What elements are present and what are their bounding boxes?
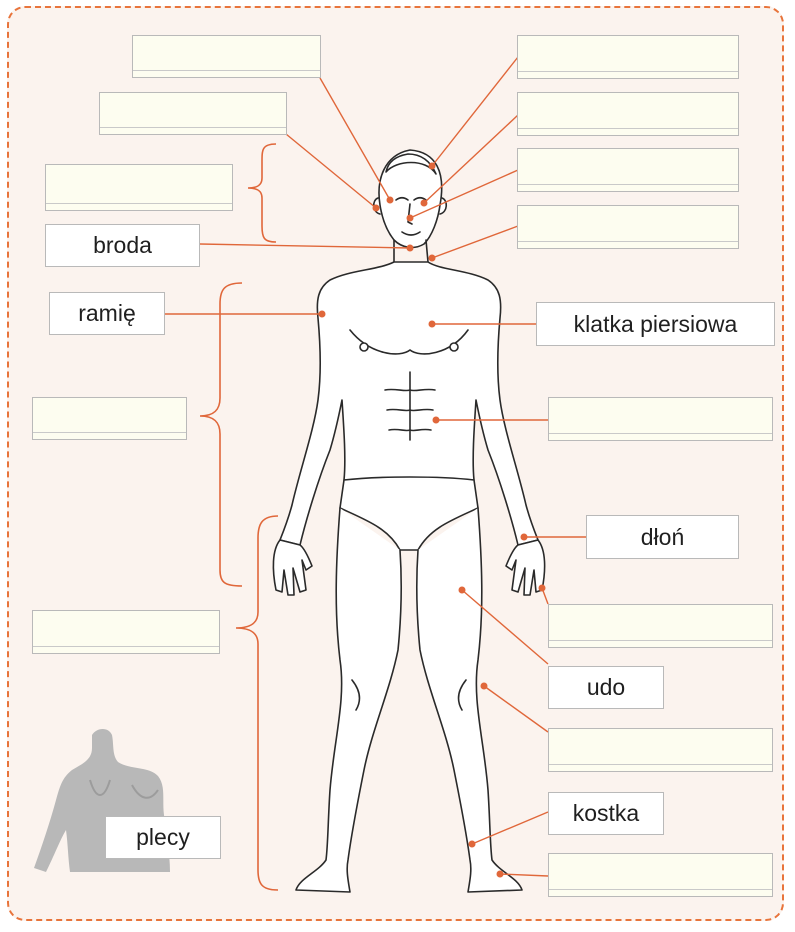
answer-box-10[interactable]: [32, 610, 220, 654]
answer-box-7[interactable]: [517, 205, 739, 249]
answer-box-4[interactable]: [517, 35, 739, 79]
label-ankle: kostka: [548, 792, 664, 835]
label-hand: dłoń: [586, 515, 739, 559]
answer-box-5[interactable]: [517, 92, 739, 136]
label-chin: broda: [45, 224, 200, 267]
answer-box-11[interactable]: [548, 604, 773, 648]
answer-box-9[interactable]: [548, 397, 773, 441]
answer-box-6[interactable]: [517, 148, 739, 192]
label-thigh: udo: [548, 666, 664, 709]
answer-box-3[interactable]: [45, 164, 233, 211]
label-back: plecy: [105, 816, 221, 859]
answer-box-13[interactable]: [548, 853, 773, 897]
answer-box-8[interactable]: [32, 397, 187, 440]
human-figure: [273, 150, 544, 892]
braces: [200, 144, 278, 890]
label-chest: klatka piersiowa: [536, 302, 775, 346]
answer-box-1[interactable]: [132, 35, 321, 78]
label-arm: ramię: [49, 292, 165, 335]
answer-box-2[interactable]: [99, 92, 287, 135]
answer-box-12[interactable]: [548, 728, 773, 772]
